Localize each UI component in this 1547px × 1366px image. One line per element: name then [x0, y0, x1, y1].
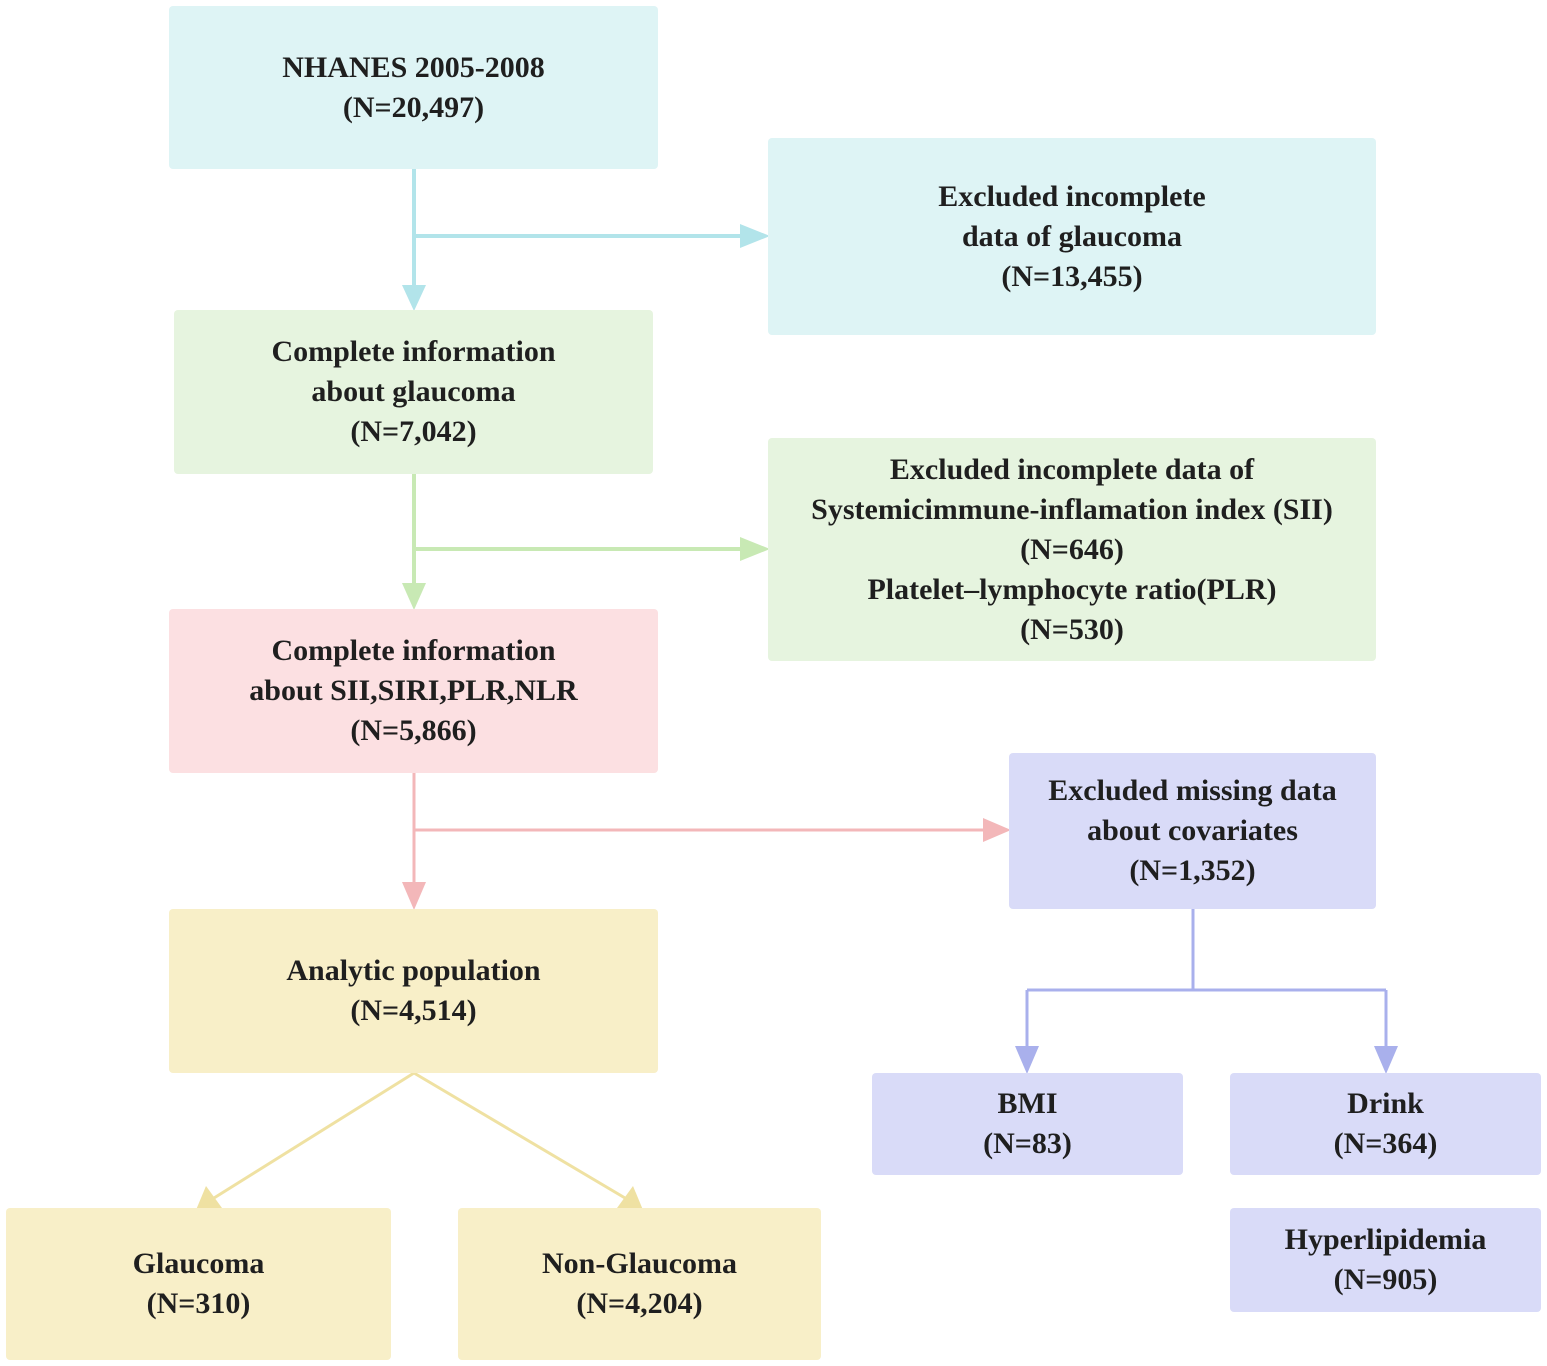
- node-glaucoma-count: (N=310): [146, 1287, 251, 1320]
- node-excluded-glaucoma-line1: Excluded incomplete: [938, 179, 1206, 213]
- node-nhanes: NHANES 2005-2008 (N=20,497): [169, 6, 658, 169]
- node-hyperlipidemia-title: Hyperlipidemia: [1284, 1223, 1487, 1256]
- node-hyperlipidemia-count: (N=905): [1333, 1263, 1438, 1296]
- node-non-glaucoma: Non-Glaucoma (N=4,204): [458, 1208, 821, 1360]
- node-non-glaucoma-title: Non-Glaucoma: [542, 1247, 737, 1280]
- node-complete-glaucoma-line1: Complete information: [271, 335, 556, 368]
- node-glaucoma-title: Glaucoma: [132, 1247, 265, 1280]
- edge-complete-glaucoma-to-complete-sii: [402, 474, 426, 610]
- node-non-glaucoma-count: (N=4,204): [576, 1287, 703, 1320]
- node-complete-sii: Complete information about SII,SIRI,PLR,…: [169, 609, 658, 773]
- node-excluded-plr-label: Platelet–lymphocyte ratio(PLR): [867, 572, 1277, 606]
- edge-complete-glaucoma-to-excluded-sii: [414, 537, 770, 561]
- node-hyperlipidemia: Hyperlipidemia (N=905): [1230, 1208, 1541, 1312]
- node-excluded-sii-line2: Systemicimmune-inflamation index (SII): [811, 492, 1333, 526]
- node-drink: Drink (N=364): [1230, 1073, 1541, 1175]
- node-bmi-count: (N=83): [983, 1127, 1072, 1160]
- edge-excluded-covariates-to-bmi: [1015, 909, 1195, 1074]
- node-complete-sii-line2: about SII,SIRI,PLR,NLR: [249, 674, 578, 707]
- node-analytic-count: (N=4,514): [350, 994, 477, 1027]
- edge-analytic-to-glaucoma: [196, 1071, 415, 1210]
- edge-complete-sii-to-excluded-covariates: [414, 818, 1011, 842]
- edge-nhanes-to-complete-glaucoma: [402, 169, 426, 311]
- node-nhanes-count: (N=20,497): [342, 90, 485, 124]
- node-bmi-title: BMI: [997, 1087, 1058, 1120]
- edge-nhanes-to-excluded-glaucoma: [414, 224, 770, 248]
- node-complete-glaucoma-count: (N=7,042): [350, 415, 477, 448]
- node-analytic-population: Analytic population (N=4,514): [169, 909, 658, 1073]
- node-excluded-plr-count: (N=530): [1020, 612, 1124, 646]
- node-excluded-covariates-count: (N=1,352): [1129, 854, 1256, 887]
- node-complete-sii-count: (N=5,866): [350, 714, 477, 747]
- node-glaucoma: Glaucoma (N=310): [6, 1208, 391, 1360]
- node-complete-glaucoma-line2: about glaucoma: [311, 375, 516, 408]
- node-excluded-covariates-line1: Excluded missing data: [1048, 774, 1337, 807]
- node-bmi: BMI (N=83): [872, 1073, 1183, 1175]
- node-complete-sii-line1: Complete information: [271, 634, 556, 667]
- node-analytic-title: Analytic population: [286, 954, 541, 987]
- node-drink-count: (N=364): [1333, 1127, 1438, 1160]
- node-excluded-sii: Excluded incomplete data of Systemicimmu…: [768, 438, 1376, 661]
- edge-excluded-covariates-to-drink: [1193, 988, 1398, 1074]
- node-excluded-sii-line1: Excluded incomplete data of: [889, 452, 1255, 486]
- node-complete-glaucoma: Complete information about glaucoma (N=7…: [174, 310, 653, 474]
- node-excluded-covariates-line2: about covariates: [1087, 814, 1298, 847]
- edge-analytic-to-non-glaucoma: [413, 1071, 643, 1210]
- node-excluded-covariates: Excluded missing data about covariates (…: [1009, 753, 1376, 909]
- node-excluded-glaucoma-count: (N=13,455): [1001, 259, 1143, 293]
- node-excluded-glaucoma: Excluded incomplete data of glaucoma (N=…: [768, 138, 1376, 335]
- node-excluded-glaucoma-line2: data of glaucoma: [962, 219, 1182, 253]
- node-excluded-sii-count: (N=646): [1020, 532, 1124, 566]
- edge-complete-sii-to-analytic: [402, 773, 426, 910]
- node-drink-title: Drink: [1347, 1087, 1424, 1120]
- node-nhanes-title: NHANES 2005-2008: [282, 50, 545, 84]
